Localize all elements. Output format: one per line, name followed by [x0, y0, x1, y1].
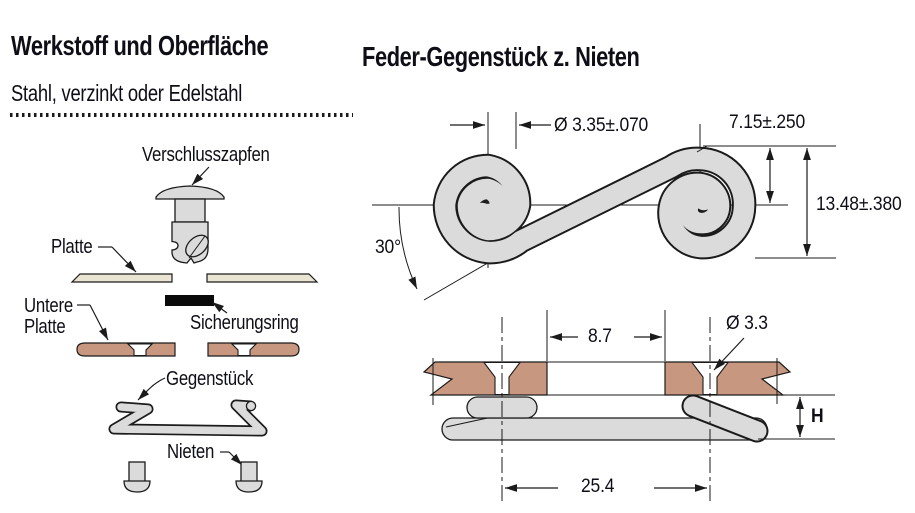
dim-text-angle: 30°	[375, 237, 401, 258]
retaining-ring	[165, 295, 228, 314]
rivet-right-head	[235, 480, 263, 493]
rivets	[123, 451, 263, 493]
scroll-wire	[434, 148, 755, 263]
exploded-view	[70, 166, 319, 493]
section-plate-right	[664, 361, 792, 396]
rivet-left-shank	[128, 461, 146, 483]
stud-shank	[174, 198, 206, 223]
lower-plate-right	[207, 342, 300, 357]
dim-text-overall-height: 13.48±.380	[816, 194, 902, 215]
label-verschlusszapfen: Verschlusszapfen	[142, 144, 270, 166]
leader-hole-diameter	[713, 337, 745, 371]
dim-text-height: H	[811, 406, 824, 427]
verschlusszapfen-drawing	[155, 166, 225, 264]
left-section-subtitle: Stahl, verzinkt oder Edelstahl	[11, 80, 243, 106]
stud-cam	[185, 234, 209, 258]
label-sicherungsring: Sicherungsring	[190, 312, 299, 334]
upper-plates	[70, 246, 319, 283]
tangent-connector	[696, 145, 708, 153]
dim-text-slot-width: 8.7	[588, 326, 612, 347]
lower-plate-left-hole	[126, 343, 154, 357]
section-plate-left	[422, 361, 548, 396]
angle-arc	[398, 206, 418, 290]
dotted-divider	[10, 113, 353, 117]
lower-plates	[76, 304, 300, 357]
right-section-title: Feder-Gegenstück z. Nieten	[362, 41, 640, 72]
dim-text-top-offset: 7.15±.250	[729, 112, 805, 133]
spring-diagonal-coil	[683, 396, 767, 441]
upper-plate-left	[70, 273, 173, 283]
label-gegenstueck: Gegenstück	[166, 368, 254, 390]
rivet-right-shank	[240, 461, 258, 483]
scroll-spring-view	[372, 112, 836, 301]
leader-gegenstueck	[137, 377, 166, 401]
leader-nieten	[228, 451, 243, 466]
dim-wire-diameter	[450, 112, 551, 149]
leader-untere	[89, 304, 109, 341]
leader-sicherungsring	[211, 301, 228, 314]
lower-plate-left	[76, 342, 176, 357]
cross-section-view	[422, 310, 835, 505]
gegenstueck-wire	[110, 401, 266, 435]
label-platte: Platte	[51, 236, 93, 258]
dim-text-wire-diameter: Ø 3.35±.070	[554, 115, 649, 136]
dim-text-rivet-spacing: 25.4	[581, 476, 615, 497]
gegenstueck-drawing	[108, 377, 268, 437]
lower-plate-right-hole	[230, 343, 258, 357]
gegenstueck-wire-end	[245, 400, 257, 412]
dim-slot	[546, 310, 666, 361]
rivet-left-head	[123, 480, 151, 493]
section-spring	[441, 394, 769, 443]
dim-h	[758, 394, 835, 440]
stud-head	[155, 185, 225, 200]
upper-plate-right	[206, 273, 319, 283]
leader-verschlusszapfen	[191, 166, 210, 186]
leader-platte	[111, 246, 137, 273]
left-section-title: Werkstoff und Oberfläche	[11, 30, 269, 61]
label-untere-platte-line1: Untere	[24, 295, 73, 317]
stud-cam-line	[188, 235, 206, 259]
sicherungsring-bar	[165, 295, 214, 306]
label-untere-platte-line2: Platte	[24, 316, 66, 338]
dim-text-hole-diameter: Ø 3.3	[726, 313, 768, 334]
label-nieten: Nieten	[167, 441, 215, 463]
dim-heights	[696, 145, 836, 259]
